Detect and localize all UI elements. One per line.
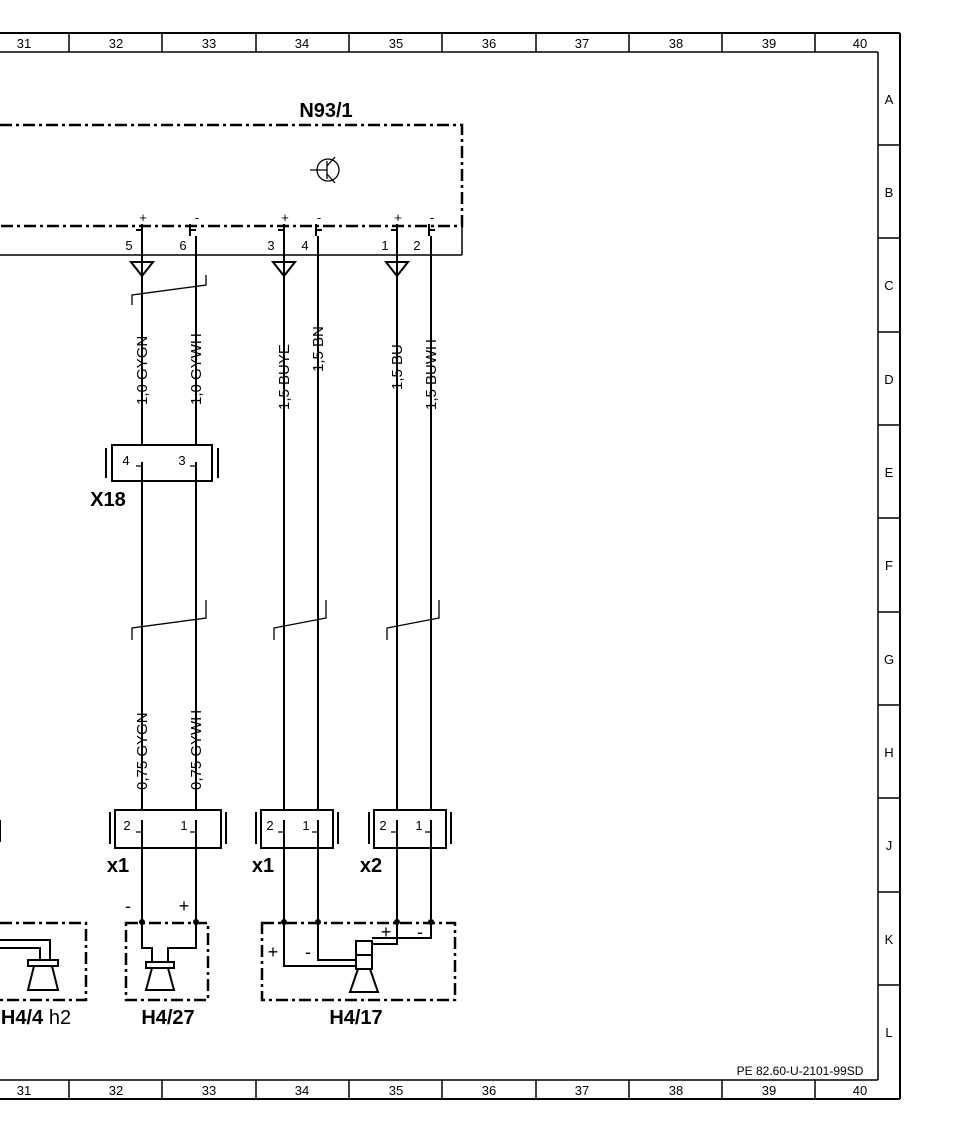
col-label: 39 [762, 1083, 776, 1098]
col-label: 37 [575, 36, 589, 51]
wire-label: 0,75 GYWH [188, 710, 205, 790]
col-label: 34 [295, 1083, 309, 1098]
speaker-name: H4/17 [329, 1007, 382, 1029]
speaker-h4-27: - + H4/27 [124, 896, 210, 1029]
col-label: 40 [853, 36, 867, 51]
col-label: 31 [17, 36, 31, 51]
connector-pin: 3 [178, 453, 185, 468]
connector-pin: 1 [180, 818, 187, 833]
wires [141, 236, 432, 820]
row-label: K [885, 932, 894, 947]
connector-x1-b: 2 1 x1 [252, 809, 339, 922]
wire-labels-lower: 0,75 GYGN 0,75 GYWH [134, 710, 205, 790]
col-label: 38 [669, 36, 683, 51]
wire-label: 1,0 GYGN [134, 336, 151, 405]
col-label: 38 [669, 1083, 683, 1098]
pin-number: 5 [125, 238, 132, 253]
speaker-icon [348, 940, 380, 993]
speaker-icon [144, 961, 176, 991]
col-label: 32 [109, 36, 123, 51]
wire-label: 1,5 BUYE [276, 344, 293, 410]
screen-ground-symbols [128, 261, 411, 278]
pin-number: 3 [267, 238, 274, 253]
polarity-minus: - [125, 896, 131, 916]
connector-pin: 1 [415, 818, 422, 833]
connector-name: x1 [107, 855, 129, 877]
connector-x1-a: 2 1 x1 [107, 809, 227, 922]
polarity-plus: + [381, 922, 392, 942]
module-pins: + 5 - 6 + 3 - 4 + 1 - 2 [125, 210, 434, 253]
pin-sign: + [394, 210, 402, 225]
speaker-h4-4: H4/4 h2 [0, 820, 88, 1029]
col-label: 32 [109, 1083, 123, 1098]
pin-number: 1 [381, 238, 388, 253]
polarity-plus: + [179, 896, 190, 916]
pin-sign: + [139, 210, 147, 225]
col-label: 35 [389, 1083, 403, 1098]
col-label: 35 [389, 36, 403, 51]
row-label: J [886, 838, 893, 853]
row-label: F [885, 558, 893, 573]
row-label: A [885, 92, 894, 107]
speaker-name: H4/4 [1, 1007, 44, 1029]
connector-name: x1 [252, 855, 274, 877]
row-label: E [885, 465, 894, 480]
col-label: 31 [17, 1083, 31, 1098]
row-label: D [884, 372, 893, 387]
pin-number: 4 [301, 238, 308, 253]
row-labels: A B C D E F G H J K L [884, 92, 894, 1040]
connector-name: x2 [360, 855, 382, 877]
col-label: 33 [202, 36, 216, 51]
pin-number: 6 [179, 238, 186, 253]
col-label: 34 [295, 36, 309, 51]
connector-pin: 1 [302, 818, 309, 833]
col-label: 36 [482, 36, 496, 51]
wire-label: 0,75 GYGN [134, 712, 151, 790]
connector-pin: 2 [266, 818, 273, 833]
module-n93-1: N93/1 + 5 - 6 + 3 - 4 + 1 [0, 100, 464, 256]
connector-x18: 4 3 X18 [90, 444, 219, 511]
wire-label: 1,5 BN [310, 326, 327, 372]
col-label: 39 [762, 36, 776, 51]
speaker-icon [26, 959, 60, 991]
polarity-minus: - [417, 922, 423, 942]
col-label: 36 [482, 1083, 496, 1098]
col-label: 40 [853, 1083, 867, 1098]
row-label: H [884, 745, 893, 760]
connector-pin: 2 [379, 818, 386, 833]
speaker-h4-17: + - + - H4/17 [260, 919, 457, 1029]
footer-code: PE 82.60-U-2101-99SD [737, 1064, 864, 1078]
module-name: N93/1 [299, 100, 352, 122]
wire-label: 1,5 BU [389, 344, 406, 390]
connector-pin: 4 [122, 453, 129, 468]
row-label: B [885, 185, 894, 200]
row-label: C [884, 278, 893, 293]
row-label: G [884, 652, 894, 667]
speaker-sub: h2 [49, 1007, 71, 1029]
polarity-minus: - [305, 942, 311, 962]
col-label: 37 [575, 1083, 589, 1098]
pin-sign: - [195, 210, 199, 225]
column-labels-bottom: 31 32 33 34 35 36 37 38 39 40 [17, 1083, 867, 1098]
wire-label: 1,0 GYWH [188, 333, 205, 405]
wire-labels-upper: 1,0 GYGN 1,0 GYWH 1,5 BUYE 1,5 BN 1,5 BU… [134, 326, 440, 410]
column-labels-top: 31 32 33 34 35 36 37 38 39 40 [17, 36, 867, 51]
connector-x2: 2 1 x2 [360, 809, 452, 922]
col-label: 33 [202, 1083, 216, 1098]
connector-name: X18 [90, 489, 126, 511]
pin-number: 2 [413, 238, 420, 253]
polarity-plus: + [268, 942, 279, 962]
twisted-pair-markers [131, 275, 440, 640]
pin-sign: - [430, 210, 434, 225]
transistor-icon [310, 156, 340, 184]
speaker-name: H4/27 [141, 1007, 194, 1029]
pin-sign: + [281, 210, 289, 225]
connector-pin: 2 [123, 818, 130, 833]
row-label: L [885, 1025, 892, 1040]
wire-label: 1,5 BUWH [423, 339, 440, 410]
drawing-frame [0, 32, 901, 1100]
pin-sign: - [317, 210, 321, 225]
